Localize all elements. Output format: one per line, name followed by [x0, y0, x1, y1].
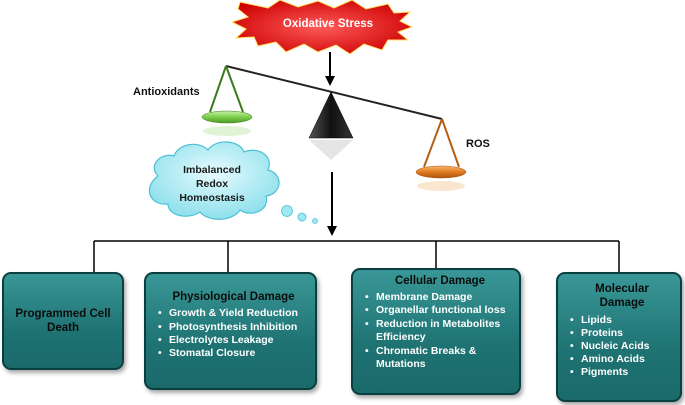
- antioxidant-string: [209, 65, 227, 113]
- cellular-list: Membrane Damage Organellar functional lo…: [365, 291, 515, 371]
- list-item: Growth & Yield Reduction: [158, 307, 309, 320]
- cloud-line: Redox: [195, 178, 229, 190]
- list-item: Reduction in Metabolites Efficiency: [365, 318, 515, 344]
- antioxidant-pan: [201, 110, 253, 124]
- balance-pivot: [308, 91, 354, 139]
- list-item: Chromatic Breaks & Mutations: [365, 345, 515, 371]
- balance-beam: [225, 65, 443, 120]
- list-item: Electrolytes Leakage: [158, 334, 309, 347]
- cloud-bubble: [281, 205, 293, 217]
- list-item: Photosynthesis Inhibition: [158, 321, 309, 334]
- list-item: Membrane Damage: [365, 291, 515, 304]
- consequence-arrow-head: [327, 226, 337, 236]
- ros-pan-reflection: [417, 181, 465, 191]
- list-item: Proteins: [570, 327, 674, 340]
- list-item: Nucleic Acids: [570, 340, 674, 353]
- list-item: Amino Acids: [570, 353, 674, 366]
- programmed-cell-death-box: Programmed Cell Death: [2, 272, 124, 370]
- ros-label: ROS: [466, 138, 490, 150]
- ros-string: [423, 118, 443, 168]
- list-item: Pigments: [570, 366, 674, 379]
- physiological-list: Growth & Yield Reduction Photosynthesis …: [158, 307, 309, 360]
- oxidative-stress-label: Oxidative Stress: [282, 18, 374, 30]
- oxidative-stress-starburst: [230, 0, 414, 55]
- stress-arrow-head: [325, 76, 335, 86]
- box-title: Cellular Damage: [394, 275, 486, 287]
- imbalance-cloud: [148, 141, 280, 220]
- molecular-damage-box: Molecular Damage Lipids Proteins Nucleic…: [556, 272, 682, 402]
- cloud-line: Imbalanced: [183, 164, 241, 176]
- physiological-damage-box: Physiological Damage Growth & Yield Redu…: [144, 272, 317, 390]
- antioxidant-string: [225, 65, 244, 113]
- box-title: Programmed Cell Death: [15, 308, 111, 334]
- cloud-label: Imbalanced Redox Homeostasis: [168, 163, 256, 205]
- molecular-list: Lipids Proteins Nucleic Acids Amino Acid…: [570, 314, 674, 379]
- cloud-line: Homeostasis: [179, 192, 245, 204]
- antioxidant-pan-reflection: [203, 126, 251, 136]
- cloud-bubble: [312, 218, 318, 224]
- balance-pivot-reflection: [309, 140, 353, 160]
- box-title: Molecular Damage: [595, 283, 649, 309]
- ros-string: [441, 118, 460, 168]
- list-item: Stomatal Closure: [158, 347, 309, 360]
- cloud-bubble: [297, 212, 307, 222]
- ros-pan: [415, 165, 467, 179]
- antioxidants-label: Antioxidants: [133, 86, 200, 98]
- list-item: Organellar functional loss: [365, 304, 515, 317]
- cellular-damage-box: Cellular Damage Membrane Damage Organell…: [351, 268, 521, 395]
- list-item: Lipids: [570, 314, 674, 327]
- box-title: Physiological Damage: [172, 291, 295, 303]
